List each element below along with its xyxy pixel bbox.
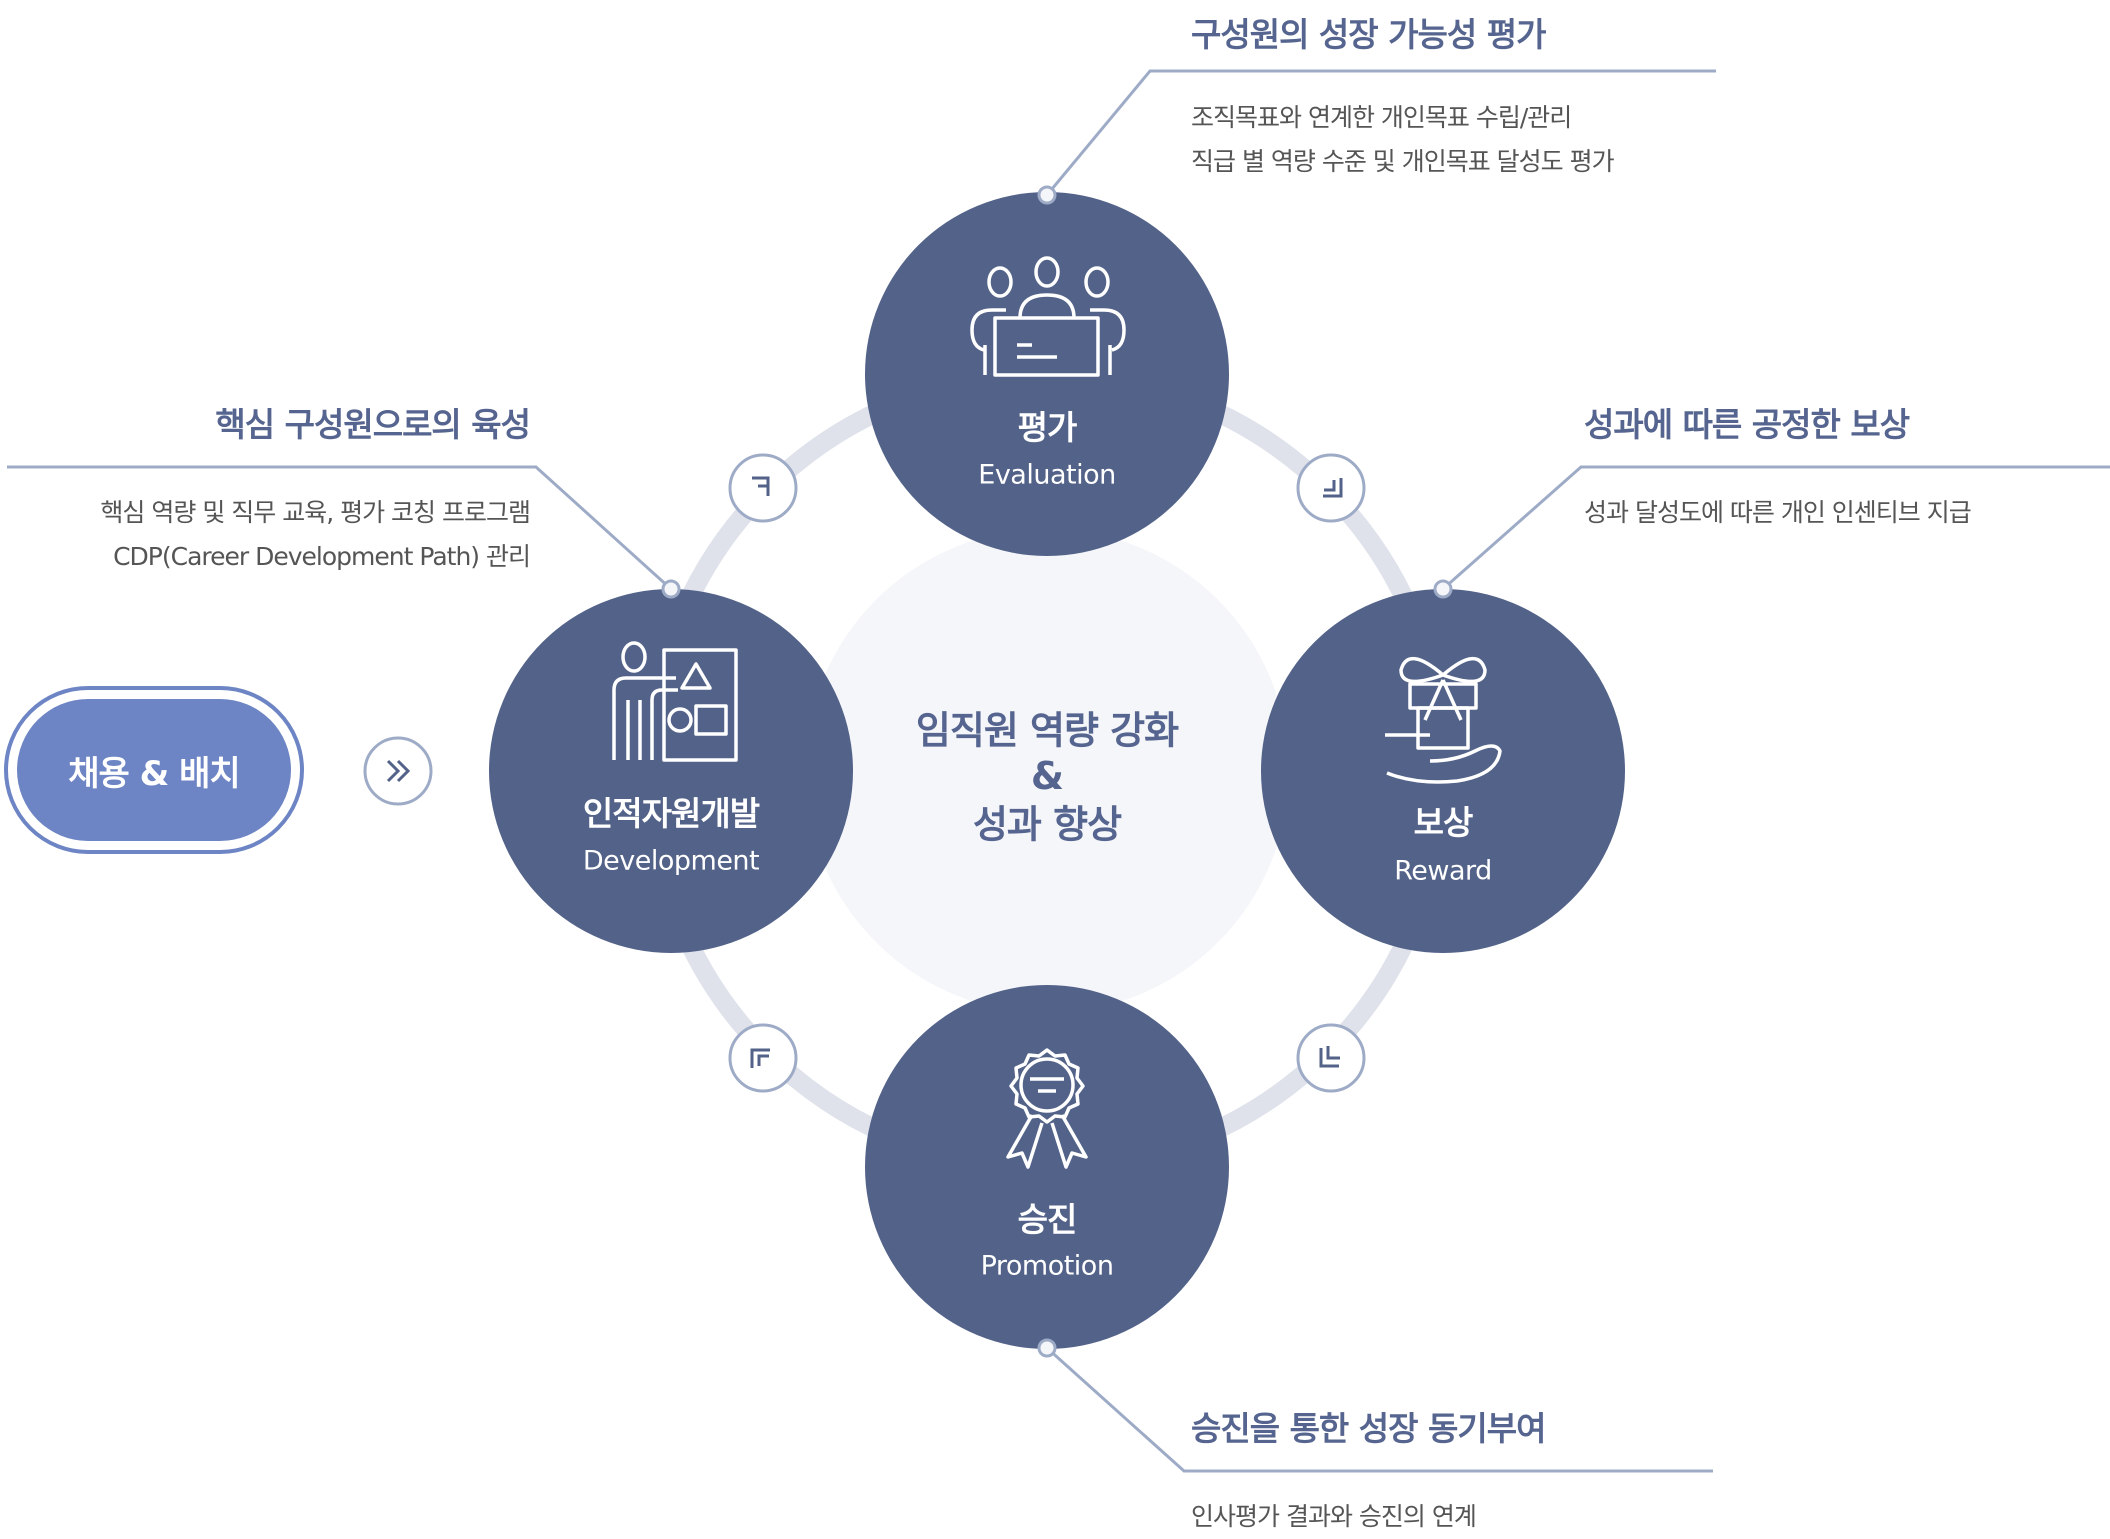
arrow-upper-left-icon — [728, 453, 798, 523]
development-subtitle: Development — [582, 845, 760, 877]
recruit-placement-label: 채용 & 배치 — [17, 699, 291, 841]
development-callout-heading: 핵심 구성원으로의 육성 — [215, 405, 531, 444]
evaluation-callout-heading: 구성원의 성장 가능성 평가 — [1191, 15, 1546, 54]
center-text-line1: 임직원 역량 강화 — [915, 708, 1179, 753]
center-backdrop — [805, 529, 1289, 1013]
arrow-lower-left-icon — [728, 1023, 798, 1093]
desc-line: CDP(Career Development Path) 관리 — [113, 542, 531, 571]
center-text-line2: & — [1030, 754, 1064, 798]
evaluation-callout-desc: 조직목표와 연계한 개인목표 수립/관리 직급 별 역량 수준 및 개인목표 달… — [1191, 96, 1615, 184]
evaluation-title: 평가 — [1017, 408, 1078, 447]
development-callout-desc: 핵심 역량 및 직무 교육, 평가 코칭 프로그램 CDP(Career Dev… — [100, 491, 531, 579]
desc-line: 조직목표와 연계한 개인목표 수립/관리 — [1191, 103, 1572, 132]
desc-line: 핵심 역량 및 직무 교육, 평가 코칭 프로그램 — [100, 498, 531, 527]
desc-line: 성과 달성도에 따른 개인 인센티브 지급 — [1584, 498, 1972, 527]
gift-hand-icon — [1385, 657, 1502, 784]
reward-subtitle: Reward — [1394, 855, 1492, 887]
node-development — [489, 589, 853, 953]
node-promotion — [865, 985, 1229, 1349]
connector-dots — [661, 185, 1453, 1358]
arrow-lower-right-icon — [1296, 1023, 1366, 1093]
promotion-callout-heading: 승진을 통한 성장 동기부여 — [1191, 1409, 1546, 1448]
people-board-icon — [970, 256, 1126, 377]
arrow-upper-right-icon — [1296, 453, 1366, 523]
center-text-line3: 성과 향상 — [972, 802, 1122, 847]
promotion-subtitle: Promotion — [980, 1250, 1114, 1282]
award-ribbon-icon — [1006, 1048, 1088, 1169]
reward-callout-heading: 성과에 따른 공정한 보상 — [1584, 405, 1910, 444]
evaluation-subtitle: Evaluation — [978, 459, 1116, 491]
reward-title: 보상 — [1413, 803, 1474, 842]
presentation-icon — [612, 641, 738, 762]
node-reward — [1261, 589, 1625, 953]
double-chevron-right-icon[interactable] — [363, 736, 433, 806]
promotion-callout-desc: 인사평가 결과와 승진의 연계 — [1191, 1495, 1477, 1539]
desc-line: 인사평가 결과와 승진의 연계 — [1191, 1502, 1477, 1531]
desc-line: 직급 별 역량 수준 및 개인목표 달성도 평가 — [1191, 147, 1615, 176]
direction-arrow-icons — [728, 453, 1366, 1093]
development-title: 인적자원개발 — [582, 794, 760, 833]
callout-lines — [7, 69, 2110, 1473]
promotion-title: 승진 — [1017, 1200, 1078, 1239]
recruit-placement-button[interactable]: 채용 & 배치 — [4, 686, 304, 854]
reward-callout-desc: 성과 달성도에 따른 개인 인센티브 지급 — [1584, 491, 1972, 535]
